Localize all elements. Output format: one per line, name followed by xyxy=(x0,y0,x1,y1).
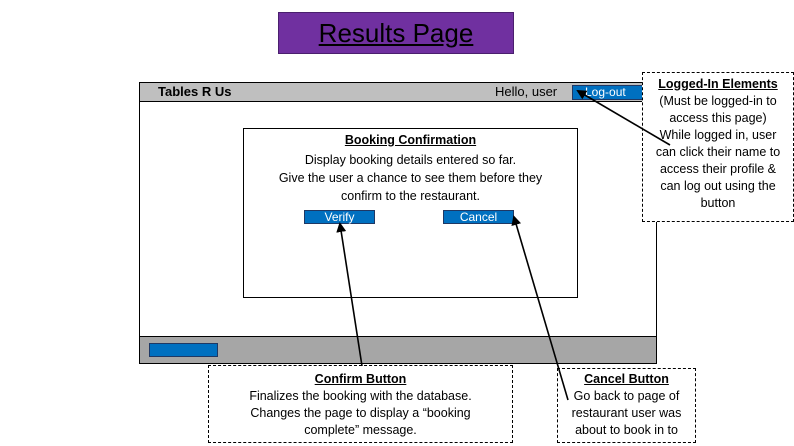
cancel-button-note: Cancel Button Go back to page of restaur… xyxy=(557,368,696,443)
note-line: can log out using the xyxy=(660,179,776,193)
page-title: Results Page xyxy=(318,17,474,48)
note-line: access this page) xyxy=(669,111,767,125)
user-greeting[interactable]: Hello, user xyxy=(495,84,558,99)
note-title: Logged-In Elements xyxy=(658,77,778,91)
note-line: button xyxy=(700,196,736,210)
logged-in-elements-note: Logged-In Elements (Must be logged-in to… xyxy=(642,72,794,222)
note-line: restaurant user was xyxy=(571,406,682,420)
note-line: Finalizes the booking with the database. xyxy=(249,389,472,403)
note-line: access their profile & xyxy=(659,162,777,176)
mock-footer-bar xyxy=(139,336,657,364)
dialog-line: Give the user a chance to see them befor… xyxy=(278,171,543,185)
note-line: While logged in, user xyxy=(659,128,777,142)
app-brand: Tables R Us xyxy=(158,84,232,99)
confirm-button-note: Confirm Button Finalizes the booking wit… xyxy=(208,365,513,443)
dialog-line: confirm to the restaurant. xyxy=(341,189,480,203)
note-line: can click their name to xyxy=(655,145,781,159)
page-title-banner: Results Page xyxy=(278,12,514,54)
note-line: complete” message. xyxy=(304,423,417,437)
booking-confirmation-dialog xyxy=(243,128,578,298)
cancel-button[interactable]: Cancel xyxy=(443,210,514,224)
note-line: (Must be logged-in to xyxy=(659,94,777,108)
arrow-to-logout xyxy=(576,89,671,146)
dialog-line: Display booking details entered so far. xyxy=(304,153,517,167)
footer-button[interactable] xyxy=(149,343,218,357)
note-line: Go back to page of xyxy=(573,389,680,403)
note-title: Cancel Button xyxy=(584,372,669,386)
note-title: Confirm Button xyxy=(314,372,407,386)
note-line: Changes the page to display a “booking xyxy=(250,406,471,420)
arrow-to-cancel xyxy=(511,215,569,401)
note-line: about to book in to xyxy=(575,423,678,437)
dialog-body: Display booking details entered so far. … xyxy=(255,151,566,205)
dialog-title: Booking Confirmation xyxy=(344,133,477,147)
arrow-to-verify xyxy=(336,222,363,367)
